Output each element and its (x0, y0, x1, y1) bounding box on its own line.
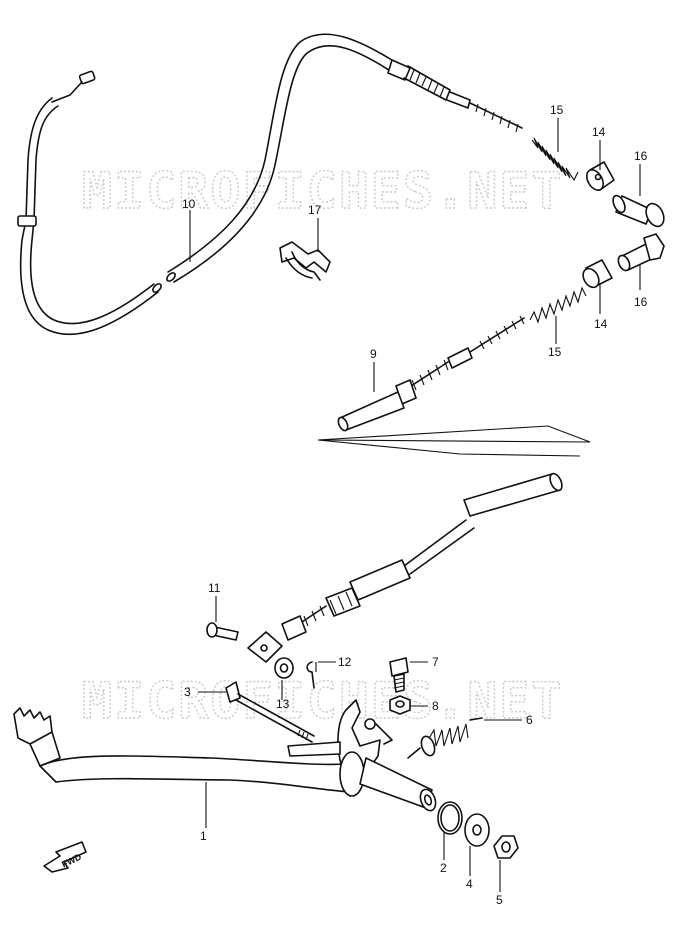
spring-upper (531, 137, 579, 182)
callout-3: 3 (184, 685, 191, 699)
return-spring (407, 717, 483, 759)
clamp (279, 241, 331, 281)
watermark-top: MICROFICHES.NET (82, 162, 564, 220)
callout-7: 7 (432, 655, 439, 669)
callout-11: 11 (208, 581, 221, 595)
bolt-3 (225, 681, 315, 743)
callout-12: 12 (338, 655, 352, 669)
callout-17: 17 (308, 203, 322, 217)
pin-lower (617, 233, 665, 272)
callout-14-upper: 14 (592, 125, 606, 139)
washer-4 (464, 813, 490, 847)
fwd-arrow-icon: FWD (43, 841, 87, 873)
watermark-bottom: MICROFICHES.NET (82, 672, 564, 730)
bolt-7 (389, 657, 409, 693)
callout-10: 10 (182, 197, 196, 211)
callout-6: 6 (526, 713, 533, 727)
nut-5 (493, 835, 519, 859)
spring-lower (529, 286, 587, 324)
callout-15-upper: 15 (550, 103, 564, 117)
leader-lines (189, 118, 641, 892)
callout-13: 13 (276, 697, 290, 711)
cable-upper (17, 33, 523, 335)
callout-16-upper: 16 (634, 149, 648, 163)
nut-8 (389, 695, 411, 715)
pin-upper (612, 194, 665, 228)
collar-lower (582, 259, 613, 289)
callouts: 10 17 15 14 16 16 14 15 9 11 13 12 7 8 6… (182, 103, 648, 907)
clevis-pin (206, 622, 239, 641)
callout-5: 5 (496, 893, 503, 907)
collar-upper (586, 161, 615, 191)
cable-lower (247, 315, 591, 663)
callout-4: 4 (466, 877, 473, 891)
callout-15-lower: 15 (548, 345, 562, 359)
callout-16-lower: 16 (634, 295, 648, 309)
callout-14-lower: 14 (594, 317, 608, 331)
callout-1: 1 (200, 829, 207, 843)
cotter-pin (306, 661, 317, 689)
callout-9: 9 (370, 347, 377, 361)
callout-8: 8 (432, 699, 439, 713)
brake-pedal (13, 699, 437, 812)
o-ring (437, 801, 463, 835)
washer-13 (274, 657, 294, 679)
callout-2: 2 (440, 861, 447, 875)
